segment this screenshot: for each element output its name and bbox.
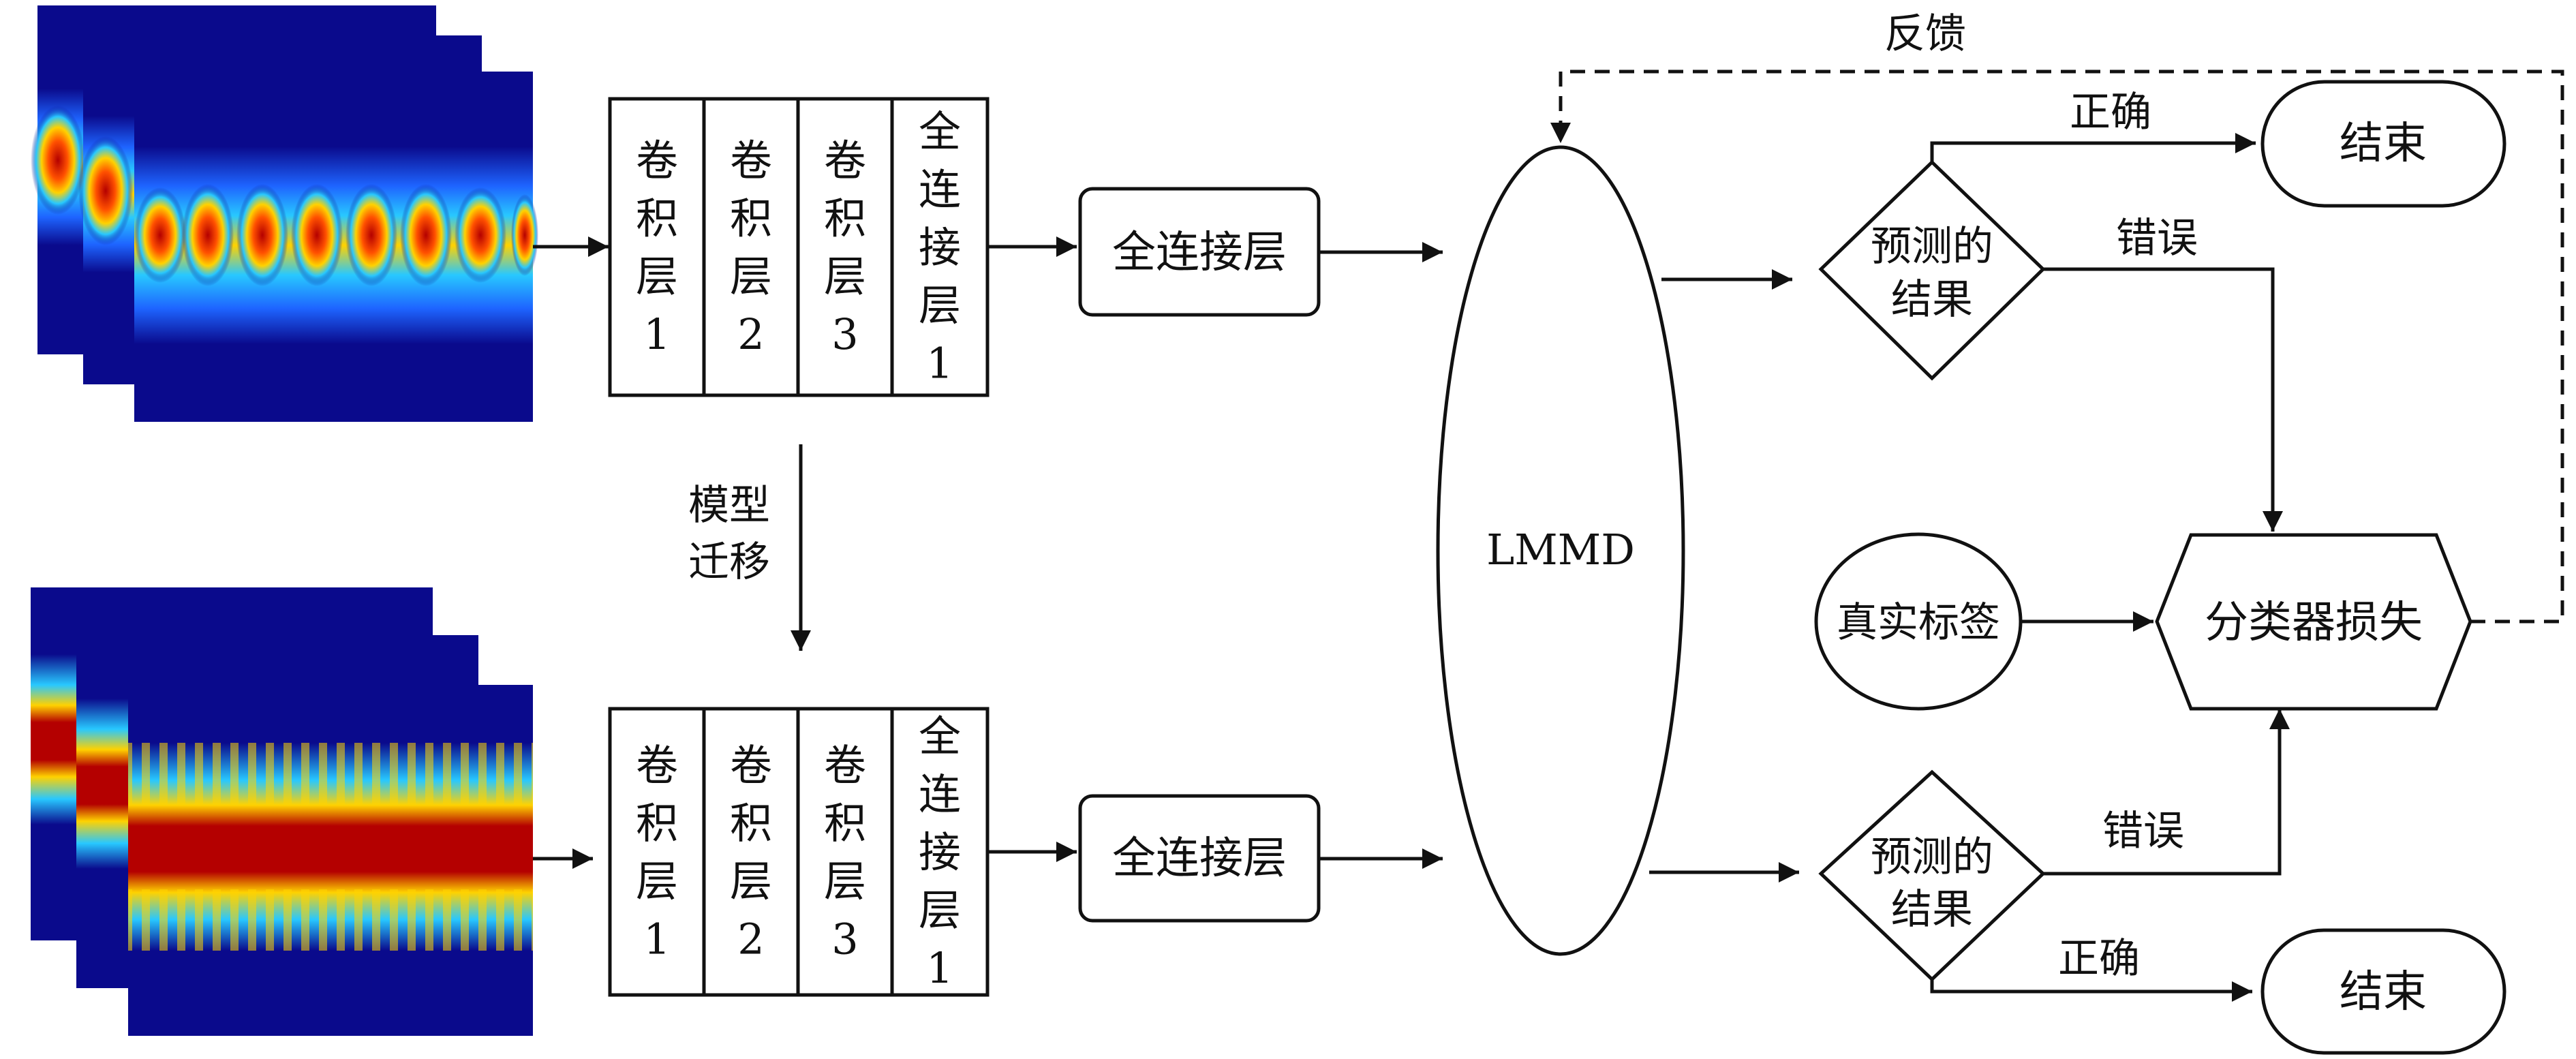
spectrogram-image xyxy=(128,685,533,1036)
feedback-loop xyxy=(1550,70,2564,624)
layer-label-line: 卷 xyxy=(824,741,866,791)
target-conv-layer-2 xyxy=(702,707,800,997)
layer-label-line: 1 xyxy=(643,309,670,359)
source-spectrogram-stack xyxy=(31,5,538,422)
layer-label-line: 连 xyxy=(919,769,961,819)
target-layer-label: 全连接层 1 xyxy=(919,711,961,993)
source-conv-layer-2 xyxy=(702,97,800,397)
layer-label-line: 层 xyxy=(636,857,678,906)
target-layer-label: 卷积层 2 xyxy=(730,741,772,964)
layer-label-line: 卷 xyxy=(636,136,678,185)
layer-label-line: 层 xyxy=(919,281,961,331)
layer-label-line: 全 xyxy=(919,711,961,761)
source-conv-layer-1 xyxy=(608,97,706,397)
source-prediction-line2: 结果 xyxy=(1891,276,1973,324)
source-correct-label: 正确 xyxy=(2070,89,2151,136)
layer-label-line: 3 xyxy=(831,915,858,964)
arrow-target-correct xyxy=(1930,979,2252,1002)
target-end-label: 结束 xyxy=(2340,967,2427,1017)
classifier-loss-hexagon xyxy=(2155,533,2472,711)
layer-label-line: 积 xyxy=(730,799,772,848)
source-layer-label: 卷积层 3 xyxy=(824,136,866,359)
arrow-source-correct xyxy=(1930,133,2256,162)
layer-label-line: 3 xyxy=(831,309,858,359)
target-prediction-line2: 结果 xyxy=(1891,886,1973,934)
layer-label-line: 1 xyxy=(926,339,953,388)
target-spectrogram-stack xyxy=(31,587,533,1036)
layer-label-line: 层 xyxy=(824,251,866,301)
layer-label-line: 层 xyxy=(919,885,961,935)
layer-label-line: 积 xyxy=(636,194,678,243)
source-layer-label: 卷积层 1 xyxy=(636,136,678,359)
transfer-label-line2: 迁移 xyxy=(688,538,770,586)
feedback-label: 反馈 xyxy=(1884,10,1966,58)
layer-label-line: 连 xyxy=(919,165,961,215)
source-conv-layer-3 xyxy=(796,97,894,397)
true-label-text: 真实标签 xyxy=(1837,599,2000,647)
target-end-terminal xyxy=(2260,928,2506,1055)
target-layer-label: 卷积层 1 xyxy=(636,741,678,964)
arrow-source-wrong xyxy=(2043,267,2283,532)
target-fc-layer-1 xyxy=(890,707,990,997)
source-end-label: 结束 xyxy=(2340,119,2427,169)
target-layer-label: 卷积层 3 xyxy=(824,741,866,964)
layer-label-line: 接 xyxy=(919,827,961,877)
layer-label-line: 1 xyxy=(643,915,670,964)
layer-label-line: 全 xyxy=(919,107,961,157)
layer-label-line: 卷 xyxy=(636,741,678,791)
spectrogram-image xyxy=(134,72,538,422)
source-layer-label: 卷积层 2 xyxy=(730,136,772,359)
lmmd-ellipse xyxy=(1436,145,1685,956)
layer-label-line: 积 xyxy=(824,799,866,848)
source-prediction-diamond xyxy=(1818,159,2046,381)
layer-label-line: 接 xyxy=(919,223,961,273)
layer-label-line: 1 xyxy=(926,943,953,993)
layer-label-line: 层 xyxy=(730,251,772,301)
classifier-loss-label: 分类器损失 xyxy=(2205,598,2423,648)
layer-label-line: 积 xyxy=(636,799,678,848)
source-end-terminal xyxy=(2260,80,2506,208)
target-wrong-label: 错误 xyxy=(2102,808,2184,855)
lmmd-label: LMMD xyxy=(1486,525,1635,574)
layer-label-line: 层 xyxy=(824,857,866,906)
layer-label-line: 层 xyxy=(636,251,678,301)
layer-label-line: 2 xyxy=(737,915,764,964)
layer-label-line: 卷 xyxy=(730,136,772,185)
layer-label-line: 2 xyxy=(737,309,764,359)
target-prediction-line1: 预测的 xyxy=(1871,833,1993,881)
target-conv-layer-3 xyxy=(796,707,894,997)
source-fc-layer-1 xyxy=(890,97,990,397)
source-layer-label: 全连接层 1 xyxy=(919,107,961,388)
transfer-label-line1: 模型 xyxy=(688,482,770,530)
layer-label-line: 积 xyxy=(824,194,866,243)
layer-label-line: 卷 xyxy=(824,136,866,185)
source-prediction-line1: 预测的 xyxy=(1871,223,1993,271)
source-fc-label: 全连接层 xyxy=(1112,228,1287,278)
source-wrong-label: 错误 xyxy=(2116,215,2198,262)
layer-label-line: 积 xyxy=(730,194,772,243)
target-correct-label: 正确 xyxy=(2058,935,2140,983)
arrow-target-wrong xyxy=(2043,709,2290,876)
layer-label-line: 卷 xyxy=(730,741,772,791)
layer-label-line: 层 xyxy=(730,857,772,906)
target-conv-layer-1 xyxy=(608,707,706,997)
target-fc-label: 全连接层 xyxy=(1112,833,1287,884)
